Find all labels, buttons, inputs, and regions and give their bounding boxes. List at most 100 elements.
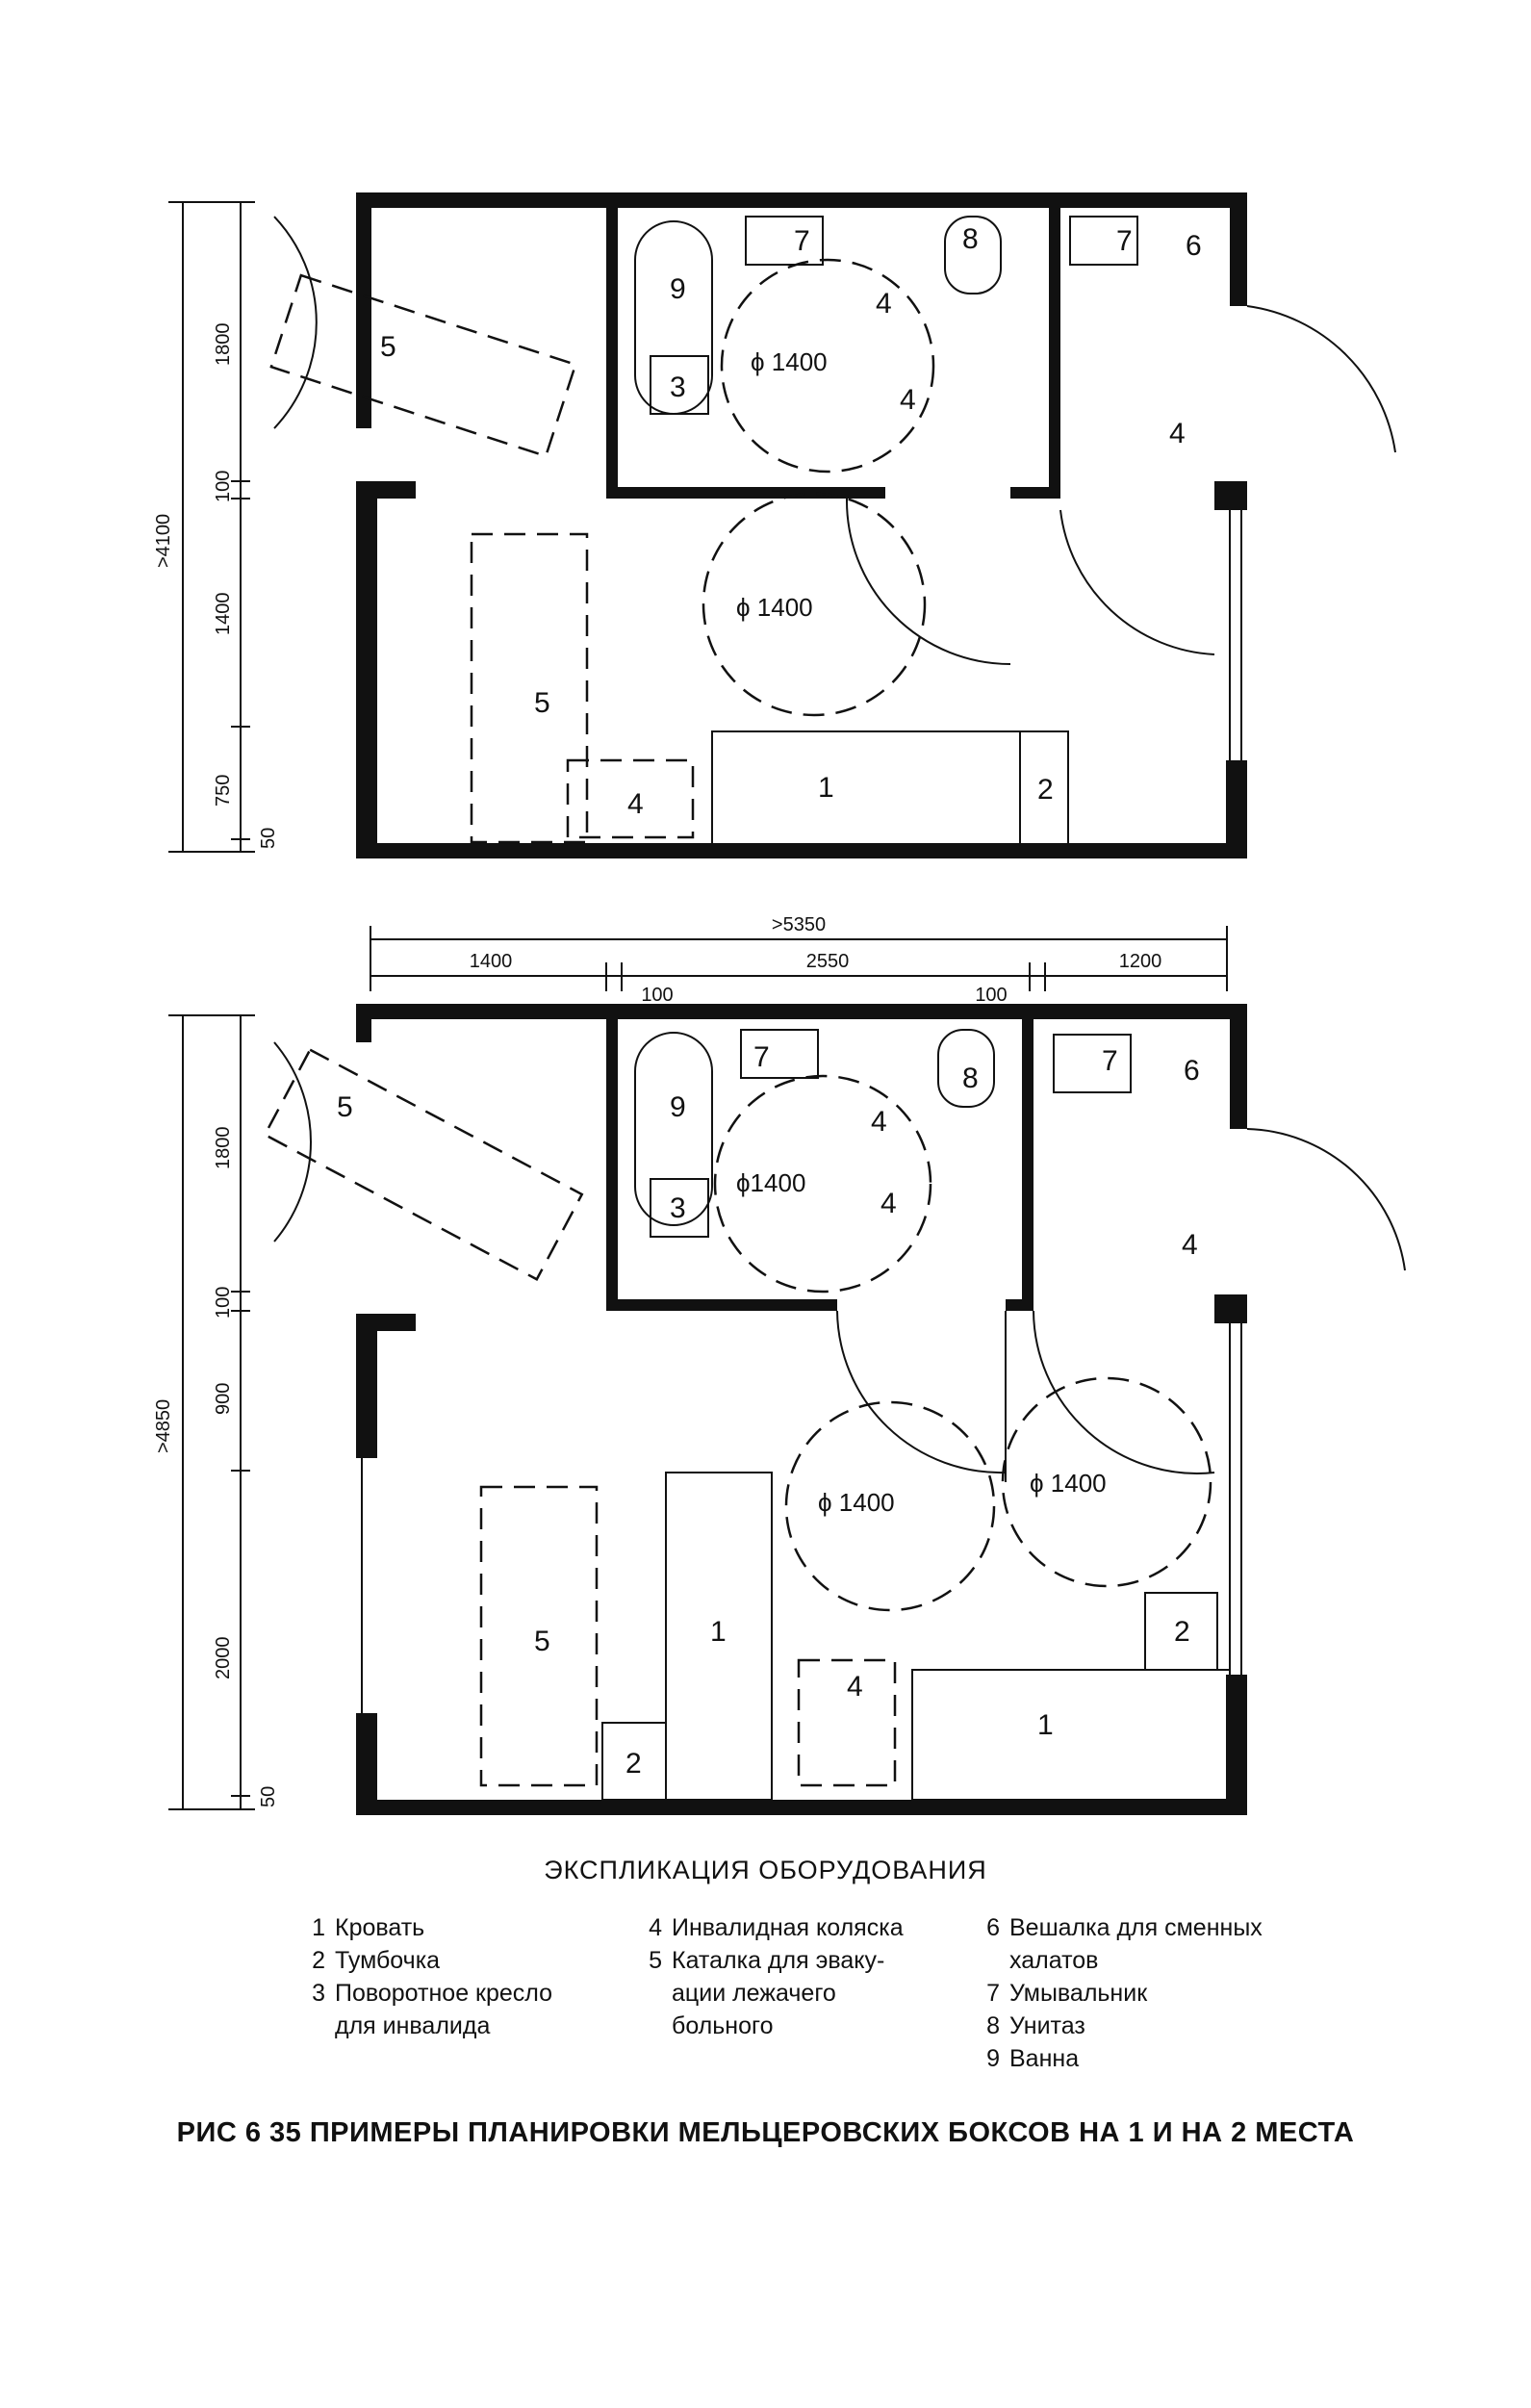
plan2-mark-sink-right: 7 — [1102, 1045, 1118, 1077]
plan1-toilet — [944, 216, 1002, 295]
plan2-equipment-marks: 5 9 3 7 8 4 4 7 6 4 5 1 2 4 2 1 ϕ1400 ϕ … — [337, 1041, 1200, 1780]
plan1-stretcher — [470, 532, 589, 844]
plan1-equipment-marks: 5 9 3 7 8 4 4 7 6 4 5 4 1 2 ϕ 1400 ϕ 140… — [380, 223, 1202, 820]
plan1-dim-750: 750 — [213, 775, 234, 807]
plan2-mark-stretcher-top: 5 — [337, 1091, 353, 1123]
plan2-chair — [650, 1178, 709, 1238]
plan2-mark-bed-left: 1 — [710, 1616, 727, 1648]
plan1-mark-wheelchair-2: 4 — [900, 384, 916, 416]
dim-width-1400: 1400 — [470, 951, 513, 972]
plan2-mark-toilet: 8 — [962, 1063, 979, 1094]
plan2-bath-turning-circle — [713, 1074, 932, 1294]
plan2-dim-2000: 2000 — [213, 1637, 234, 1680]
plan2-mark-bathtub: 9 — [670, 1091, 686, 1123]
plan2-mark-bed-right: 1 — [1037, 1709, 1054, 1741]
plan2-nightstand-left — [601, 1722, 667, 1801]
figure-caption: РИС 6 35 ПРИМЕРЫ ПЛАНИРОВКИ МЕЛЬЦЕРОВСКИ… — [176, 2117, 1355, 2148]
plan2-dim-total: >4850 — [153, 1399, 174, 1453]
plan1-sink-left — [745, 216, 824, 266]
plan2-inner-door-swing — [1033, 1310, 1215, 1474]
plan1-mark-wheelchair-1: 4 — [876, 288, 892, 320]
plan2-dim-1800: 1800 — [213, 1127, 234, 1170]
plan-one-bed-box: 5 9 3 7 8 4 4 7 6 4 5 4 1 2 ϕ 1400 ϕ 140… — [153, 192, 1396, 858]
plan2-sink-left — [740, 1029, 819, 1079]
plan1-stretcher-angled — [269, 273, 577, 458]
plan1-bed — [711, 730, 1069, 846]
plan2-mark-sink-left: 7 — [753, 1041, 770, 1073]
plan1-mark-bathtub: 9 — [670, 273, 686, 305]
plan1-circle-label-bath: ϕ 1400 — [751, 347, 828, 376]
plan1-mark-nightstand: 2 — [1037, 774, 1054, 806]
plan1-entrance-door-swing — [273, 216, 318, 429]
plan2-bed-left — [665, 1472, 773, 1801]
plan2-bath-door-swing — [836, 1310, 1007, 1474]
plan2-turning-circle-left — [784, 1400, 996, 1612]
plan1-nightstand — [1019, 730, 1069, 846]
plan2-mark-wheelchair-1: 4 — [871, 1106, 887, 1138]
plan2-mark-wheelchair-4: 4 — [847, 1671, 863, 1703]
dim-width-100-right: 100 — [975, 985, 1007, 1006]
plan2-dim-100: 100 — [213, 1287, 234, 1319]
plan1-bath-turning-circle — [720, 258, 935, 474]
plan2-toilet — [937, 1029, 995, 1108]
dim-total-width: >5350 — [772, 914, 826, 935]
plan-two-bed-box: 5 9 3 7 8 4 4 7 6 4 5 1 2 4 2 1 ϕ1400 ϕ … — [153, 1004, 1406, 1815]
plan1-dim-1400: 1400 — [213, 593, 234, 636]
dim-width-2550: 2550 — [806, 951, 850, 972]
plan1-mark-sink-right: 7 — [1116, 225, 1133, 257]
plan2-walls — [356, 1004, 1247, 1815]
plan1-mark-chair: 3 — [670, 371, 686, 403]
plan2-entrance-door-swing — [273, 1041, 312, 1242]
plan2-stretcher — [479, 1485, 599, 1787]
plan2-circle-label-left: ϕ 1400 — [818, 1488, 895, 1517]
plan1-dim-50: 50 — [258, 828, 279, 849]
plan2-mark-wheelchair-3: 4 — [1182, 1229, 1198, 1261]
plan2-stretcher-angled — [263, 1048, 584, 1281]
plan1-dim-100: 100 — [213, 471, 234, 502]
plan1-dim-total: >4100 — [153, 514, 174, 568]
plan1-mark-stretcher-bottom: 5 — [534, 687, 550, 719]
legend-title: ЭКСПЛИКАЦИЯ ОБОРУДОВАНИЯ — [544, 1856, 987, 1884]
plan2-bed-right — [911, 1669, 1231, 1801]
plan2-mark-wheelchair-2: 4 — [880, 1188, 897, 1219]
plan1-sink-right — [1069, 216, 1138, 266]
legend-item-stretcher-cont2: больного — [672, 2012, 774, 2039]
legend-item-swivel-chair-cont: для инвалида — [335, 2012, 491, 2039]
plan2-mark-stretcher-bottom: 5 — [534, 1626, 550, 1657]
plan1-mark-wheelchair-4: 4 — [627, 788, 644, 820]
legend-item-coat-rack-cont: халатов — [1009, 1947, 1099, 1974]
plan1-mark-sink-left: 7 — [794, 225, 810, 257]
plan1-turning-circle — [702, 492, 927, 717]
plan2-turning-circle-right — [1001, 1376, 1212, 1588]
plan2-dimension-labels: >4850 1800 100 900 2000 50 — [153, 1127, 279, 1808]
plan1-inner-door-swing — [1059, 509, 1215, 655]
legend-item-stretcher-cont: ации лежачего — [672, 1980, 836, 2007]
plan2-dim-50: 50 — [258, 1786, 279, 1807]
plan2-exit-door-swing — [1246, 1128, 1406, 1271]
plan1-vertical-dimensions — [168, 201, 255, 853]
plan2-mark-nightstand-right: 2 — [1174, 1616, 1190, 1648]
plan2-mark-coat-rack: 6 — [1184, 1055, 1200, 1087]
plan2-bathtub — [634, 1032, 713, 1226]
plan1-chair — [650, 355, 709, 415]
plan2-circle-label-bath: ϕ1400 — [736, 1168, 805, 1197]
plan1-mark-bed: 1 — [818, 772, 834, 804]
plan1-mark-coat-rack: 6 — [1186, 230, 1202, 262]
plan2-sink-right — [1053, 1034, 1132, 1093]
plan1-mark-stretcher-top: 5 — [380, 331, 396, 363]
plan1-mark-toilet: 8 — [962, 223, 979, 255]
plan1-circle-label-room: ϕ 1400 — [736, 593, 813, 622]
dim-width-1200: 1200 — [1119, 951, 1162, 972]
